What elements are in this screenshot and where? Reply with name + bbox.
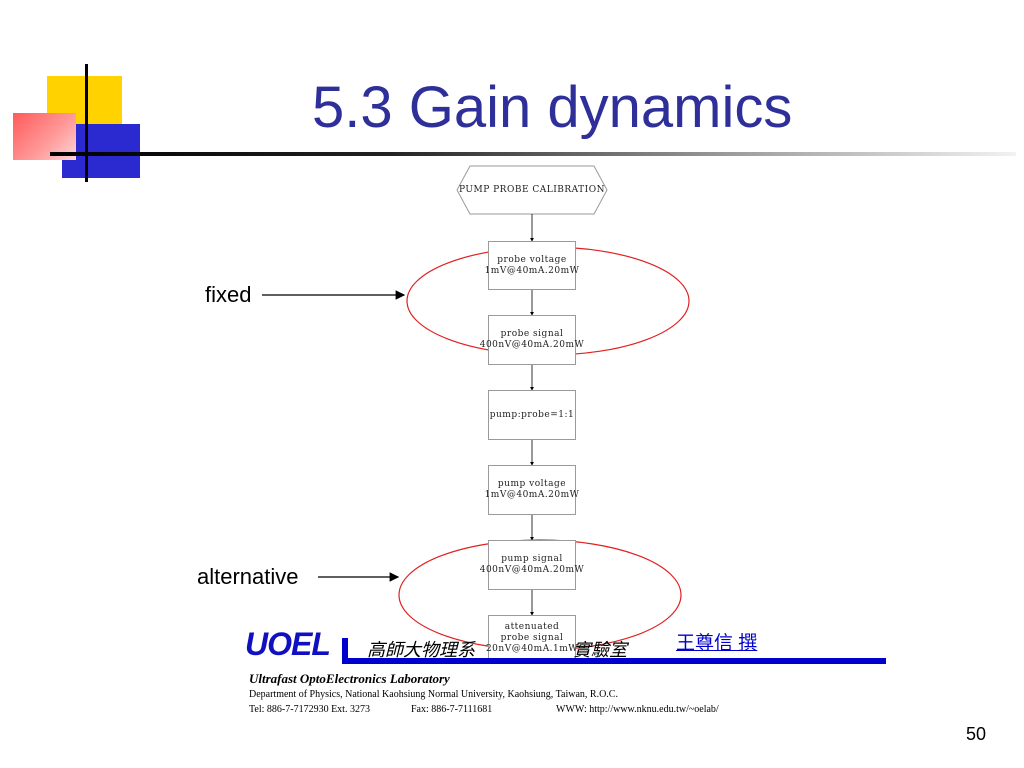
fax-number: Fax: 886-7-7111681 bbox=[411, 704, 493, 715]
flow-box-probe-voltage: probe voltage 1mV@40mA.20mW bbox=[485, 241, 579, 290]
flow-box-text: 1mV@40mA.20mW bbox=[484, 265, 580, 276]
footer-blue-bar bbox=[348, 658, 886, 664]
author-link[interactable]: 王尊信 撰 bbox=[676, 633, 758, 654]
annotation-fixed: fixed bbox=[205, 282, 252, 307]
flow-box-text: pump voltage bbox=[497, 479, 567, 489]
start-hexagon bbox=[456, 165, 608, 215]
flow-box-text: 400nV@40mA.20mW bbox=[479, 565, 585, 575]
flow-box-text: 400nV@40mA.20mW bbox=[479, 340, 585, 350]
lab-name-en: Ultrafast OptoElectronics Laboratory bbox=[249, 671, 450, 686]
flow-box-text: 1mV@40mA.20mW bbox=[484, 490, 580, 500]
flow-start-label: PUMP PROBE CALIBRATION bbox=[459, 185, 605, 195]
flow-box-probe-signal: probe signal 400nV@40mA.20mW bbox=[480, 315, 584, 365]
lab-logo: UOEL bbox=[245, 626, 331, 662]
footer-blue-bar-stem bbox=[342, 638, 348, 664]
flow-box-pump-probe-ratio: pump:probe=1:1 bbox=[488, 390, 576, 440]
page-number: 50 bbox=[966, 724, 987, 744]
flow-box-text: pump signal bbox=[501, 554, 563, 564]
corner-vertical-line bbox=[85, 64, 88, 182]
dept-address: Department of Physics, National Kaohsiun… bbox=[249, 689, 618, 700]
page-title: 5.3 Gain dynamics bbox=[312, 75, 793, 140]
annotation-alternative: alternative bbox=[197, 564, 299, 589]
flow-box-text: probe voltage bbox=[497, 254, 567, 265]
flow-box-text: pump:probe=1:1 bbox=[489, 409, 575, 420]
dept-name-zh: 高師大物理系 bbox=[367, 640, 475, 660]
flow-box-pump-signal: pump signal 400nV@40mA.20mW bbox=[480, 540, 584, 590]
flow-box-text: probe signal bbox=[500, 329, 564, 339]
lab-name-zh: 實驗室 bbox=[573, 640, 627, 660]
flow-box-text: 20nV@40mA.1mW bbox=[485, 643, 579, 654]
website-url: WWW: http://www.nknu.edu.tw/~oelab/ bbox=[556, 704, 719, 715]
phone-number: Tel: 886-7-7172930 Ext. 3273 bbox=[249, 704, 370, 715]
title-underline bbox=[50, 152, 1016, 156]
flow-box-pump-voltage: pump voltage 1mV@40mA.20mW bbox=[485, 465, 579, 515]
flow-box-attenuated-probe-signal: attenuated probe signal 20nV@40mA.1mW bbox=[485, 615, 579, 661]
flow-box-text: attenuated bbox=[504, 621, 560, 632]
flow-box-text: probe signal bbox=[500, 632, 564, 643]
